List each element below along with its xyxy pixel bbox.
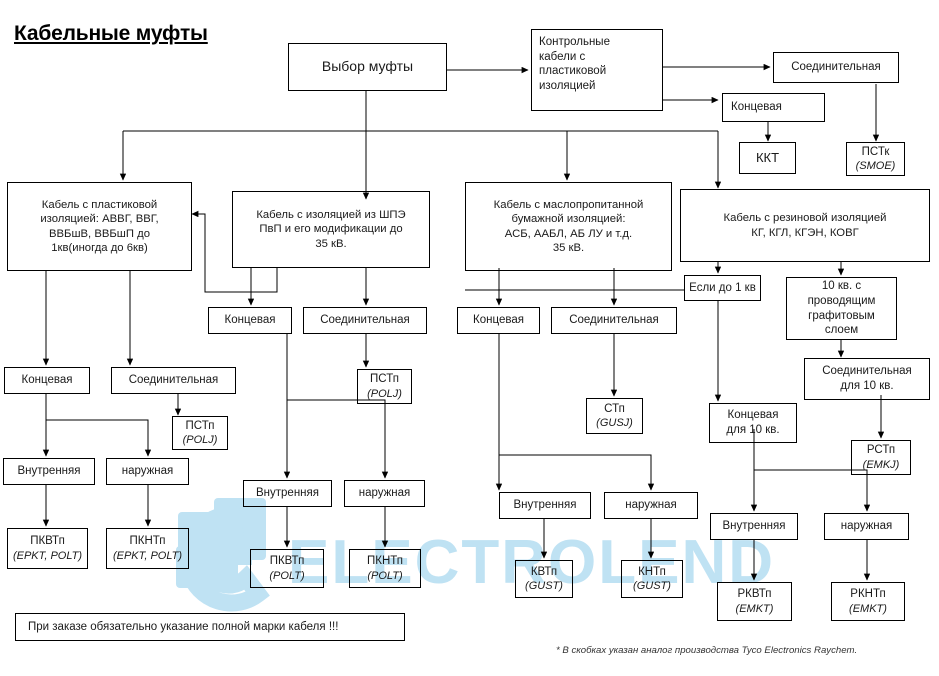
node-plastic-pkvtp[interactable]: ПКВТп (EPKT, POLT)	[7, 528, 88, 569]
node-paper-splice[interactable]: Соединительная	[551, 307, 677, 334]
node-rubber-pkvtp[interactable]: РКВТп (EMKT)	[717, 582, 792, 621]
node-label: КНТп	[638, 565, 666, 578]
node-sublabel: (EMKT)	[849, 602, 887, 615]
node-label: ПСТк	[861, 145, 890, 158]
node-rubber-10kv-graphite[interactable]: 10 кв. с проводящим графитовым слоем	[786, 277, 897, 340]
node-pstk[interactable]: ПСТк (SMOE)	[846, 142, 905, 176]
node-label: ПКНТп	[366, 555, 404, 568]
node-sublabel: (POLJ)	[367, 387, 402, 400]
node-sublabel: (SMOE)	[855, 160, 896, 173]
node-label: наружная	[358, 487, 411, 500]
node-sublabel: (EPKT, POLT)	[12, 549, 83, 562]
node-label: Концевая	[224, 314, 276, 327]
node-label: Концевая	[731, 101, 782, 114]
node-order-note: При заказе обязательно указание полной м…	[15, 613, 405, 641]
node-label: РСТп	[866, 444, 896, 457]
node-rubber-pknhtp[interactable]: РКНТп (EMKT)	[831, 582, 905, 621]
node-rubber-terminal-10kv[interactable]: Концевая для 10 кв.	[709, 403, 797, 443]
node-label: наружная	[625, 499, 677, 512]
node-ctrl-splice[interactable]: Соединительная	[773, 52, 899, 83]
node-label: наружная	[121, 465, 174, 478]
node-label: Соединительная	[569, 314, 659, 327]
node-category-plastic[interactable]: Кабель с пластиковой изоляцией: АВВГ, ВВ…	[7, 182, 192, 271]
node-label: ККТ	[755, 149, 780, 165]
node-rubber-pstp[interactable]: РСТп (EMKJ)	[851, 440, 911, 475]
node-sublabel: (POLJ)	[182, 434, 218, 447]
node-label: Кабель с изоляцией из ШПЭ ПвП и его моди…	[256, 208, 406, 250]
node-shpe-pstp[interactable]: ПСТп (POLJ)	[357, 369, 412, 404]
node-shpe-pkvtp[interactable]: ПКВТп (POLT)	[250, 549, 324, 588]
node-plastic-inner[interactable]: Внутренняя	[3, 458, 95, 485]
node-root[interactable]: Выбор муфты	[288, 43, 447, 91]
node-label: ПСТп	[185, 419, 215, 432]
node-label: Внутренняя	[256, 487, 319, 500]
node-paper-stp[interactable]: СТп (GUSJ)	[586, 398, 643, 434]
node-ctrl-terminal[interactable]: Концевая	[722, 93, 825, 122]
node-paper-knhtp[interactable]: КНТп (GUST)	[621, 560, 683, 598]
node-paper-kvtp[interactable]: КВТп (GUST)	[515, 560, 573, 598]
node-sublabel: (GUSJ)	[596, 417, 633, 430]
node-plastic-pknhtp[interactable]: ПКНТп (EPKT, POLT)	[106, 528, 189, 569]
node-label: Концевая для 10 кв.	[726, 409, 780, 436]
node-label: Внутренняя	[722, 520, 786, 533]
node-plastic-outer[interactable]: наружная	[106, 458, 189, 485]
node-label: СТп	[604, 402, 625, 415]
node-label: наружная	[840, 520, 893, 533]
node-category-paper[interactable]: Кабель с маслопропитанной бумажной изоля…	[465, 182, 672, 271]
node-label: Контрольные кабели с пластиковой изоляци…	[539, 36, 610, 93]
node-shpe-inner[interactable]: Внутренняя	[243, 480, 332, 507]
node-label: РКНТп	[850, 588, 886, 601]
node-sublabel: (GUST)	[525, 580, 563, 593]
node-paper-inner[interactable]: Внутренняя	[499, 492, 591, 519]
footnote-raychem: * В скобках указан аналог производства T…	[556, 645, 858, 656]
node-plastic-terminal[interactable]: Концевая	[4, 367, 90, 394]
node-shpe-outer[interactable]: наружная	[344, 480, 425, 507]
node-label: Кабель с резиновой изоляцией КГ, КГЛ, КГ…	[723, 212, 887, 239]
node-category-shpe[interactable]: Кабель с изоляцией из ШПЭ ПвП и его моди…	[232, 191, 430, 268]
node-label: ПСТп	[370, 373, 399, 386]
node-label: Соединительная	[128, 374, 219, 387]
node-label: Внутренняя	[17, 465, 81, 478]
node-label: Концевая	[21, 374, 73, 387]
node-label: ПКВТп	[269, 555, 305, 568]
node-paper-outer[interactable]: наружная	[604, 492, 698, 519]
node-shpe-pknhtp[interactable]: ПКНТп (POLT)	[349, 549, 421, 588]
node-label: 10 кв. с проводящим графитовым слоем	[807, 280, 876, 337]
node-label: Выбор муфты	[321, 58, 414, 75]
node-paper-terminal[interactable]: Концевая	[457, 307, 540, 334]
node-label: Внутренняя	[513, 499, 577, 512]
node-rubber-outer[interactable]: наружная	[824, 513, 909, 540]
node-sublabel: (POLT)	[269, 569, 305, 582]
node-shpe-terminal[interactable]: Концевая	[208, 307, 292, 334]
node-label: Если до 1 кв	[689, 281, 756, 294]
node-kkt[interactable]: ККТ	[739, 142, 796, 174]
node-rubber-if1kv[interactable]: Если до 1 кв	[684, 275, 761, 301]
page-title: Кабельные муфты	[14, 22, 208, 45]
node-label: ПКНТп	[129, 535, 166, 548]
node-plastic-splice[interactable]: Соединительная	[111, 367, 236, 394]
node-label: Кабель с маслопропитанной бумажной изоля…	[493, 198, 644, 254]
node-label: Кабель с пластиковой изоляцией: АВВГ, ВВ…	[40, 198, 159, 254]
node-label: Концевая	[473, 314, 524, 327]
node-shpe-splice[interactable]: Соединительная	[303, 307, 427, 334]
node-sublabel: (EPKT, POLT)	[112, 549, 183, 562]
node-label: ПКВТп	[30, 535, 65, 548]
node-sublabel: (GUST)	[633, 580, 671, 593]
node-category-rubber[interactable]: Кабель с резиновой изоляцией КГ, КГЛ, КГ…	[680, 189, 930, 262]
node-label: КВТп	[530, 565, 558, 578]
node-rubber-splice-10kv[interactable]: Соединительная для 10 кв.	[804, 358, 930, 400]
node-rubber-inner[interactable]: Внутренняя	[710, 513, 798, 540]
node-control-cable[interactable]: Контрольные кабели с пластиковой изоляци…	[531, 29, 663, 111]
node-label: Соединительная для 10 кв.	[822, 365, 912, 392]
node-label: При заказе обязательно указание полной м…	[28, 620, 339, 633]
node-sublabel: (EMKT)	[735, 602, 774, 615]
node-label: Соединительная	[320, 314, 410, 327]
node-plastic-pstp[interactable]: ПСТп (POLJ)	[172, 416, 228, 450]
node-sublabel: (POLT)	[367, 569, 403, 582]
node-sublabel: (EMKJ)	[862, 458, 900, 471]
node-label: Соединительная	[791, 61, 881, 74]
node-label: РКВТп	[737, 588, 772, 601]
